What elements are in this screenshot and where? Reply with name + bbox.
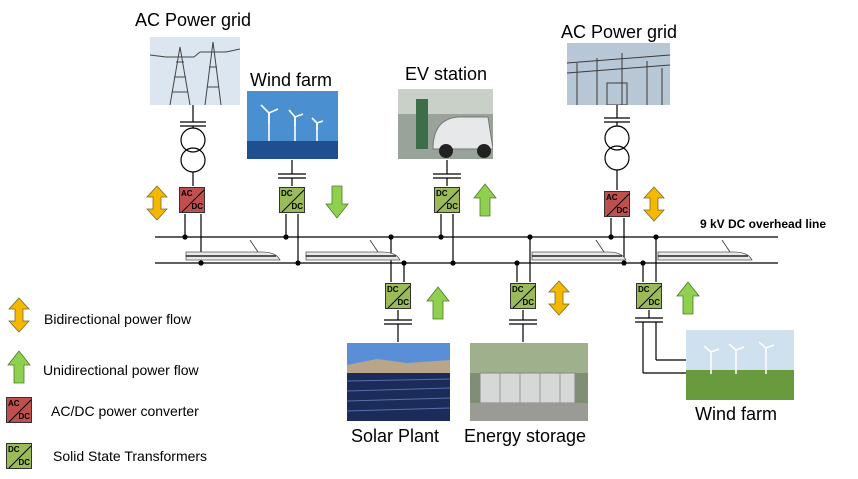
ac-grid-left-label: AC Power grid — [135, 10, 252, 30]
sst-storage: DC DC — [510, 283, 536, 309]
top-wind-connection — [278, 160, 306, 263]
energy-storage-label: Energy storage — [464, 426, 587, 446]
train-4 — [657, 239, 753, 261]
solar-plant-photo — [347, 343, 450, 421]
converter-output-label: DC — [18, 412, 30, 421]
unidirectional-up-arrow-icon — [426, 286, 450, 320]
legend-acdc-label: AC/DC power converter — [51, 403, 199, 419]
converter-input-label: DC — [512, 285, 524, 294]
converter-input-label: AC — [181, 189, 193, 198]
ev-connection — [433, 160, 461, 263]
legend-unidirectional-label: Unidirectional power flow — [43, 362, 199, 378]
sst-solar: DC DC — [385, 283, 411, 309]
sst-ev-station: DC DC — [434, 187, 460, 213]
converter-output-label: DC — [397, 298, 409, 307]
legend-sst-label: Solid State Transformers — [53, 448, 208, 464]
wind-farm-top-label: Wind farm — [250, 70, 333, 90]
converter-output-label: DC — [291, 202, 303, 211]
legend-sst: DC DC — [6, 443, 32, 469]
sst-wind-top: DC DC — [279, 187, 305, 213]
ac-dc-converter-right: AC DC — [604, 191, 630, 217]
converter-output-label: DC — [616, 206, 628, 215]
converter-input-label: DC — [436, 189, 448, 198]
ac-dc-converter-left: AC DC — [179, 187, 205, 213]
bidirectional-arrow-icon — [643, 186, 665, 222]
unidirectional-up-arrow-icon — [7, 350, 31, 384]
bidirectional-arrow-icon — [146, 185, 168, 221]
unidirectional-down-arrow-icon — [325, 185, 349, 219]
solar-connection — [384, 237, 412, 342]
converter-input-label: AC — [8, 399, 20, 408]
converter-output-label: DC — [191, 202, 203, 211]
storage-connection — [509, 237, 537, 342]
ac-grid-right-photo — [567, 43, 670, 105]
converter-input-label: DC — [387, 285, 399, 294]
ac-grid-right-label: AC Power grid — [561, 22, 678, 42]
wind-farm-top-photo — [247, 91, 338, 159]
train-1 — [185, 239, 281, 261]
bidirectional-arrow-icon — [8, 297, 30, 333]
trains — [185, 239, 753, 261]
unidirectional-up-arrow-icon — [676, 281, 700, 315]
bottom-wind-connection — [635, 237, 686, 374]
legend-bidirectional-label: Bidirectional power flow — [44, 311, 192, 327]
ev-station-label: EV station — [405, 64, 488, 84]
bidirectional-arrow-icon — [548, 280, 570, 316]
ev-station-photo — [398, 89, 493, 159]
right-grid-connection — [604, 105, 630, 263]
converter-output-label: DC — [648, 298, 660, 307]
solar-plant-label: Solar Plant — [351, 426, 440, 446]
wind-farm-bottom-photo — [686, 330, 794, 400]
train-2 — [305, 239, 401, 261]
legend-ac-dc-converter: AC DC — [6, 397, 32, 423]
energy-storage-photo — [470, 343, 588, 421]
unidirectional-up-arrow-icon — [473, 183, 497, 217]
train-3 — [531, 239, 627, 261]
converter-output-label: DC — [522, 298, 534, 307]
converter-input-label: DC — [8, 445, 20, 454]
ac-grid-left-photo — [150, 37, 240, 105]
converter-input-label: DC — [281, 189, 293, 198]
left-grid-connection — [180, 105, 206, 263]
converter-output-label: DC — [18, 458, 30, 467]
dc-line-label: 9 kV DC overhead line — [700, 217, 827, 231]
converter-output-label: DC — [446, 202, 458, 211]
wind-farm-bottom-label: Wind farm — [695, 404, 778, 424]
converter-input-label: AC — [606, 193, 618, 202]
sst-wind-bottom: DC DC — [636, 283, 662, 309]
junction-dots — [182, 234, 659, 266]
converter-input-label: DC — [638, 285, 650, 294]
